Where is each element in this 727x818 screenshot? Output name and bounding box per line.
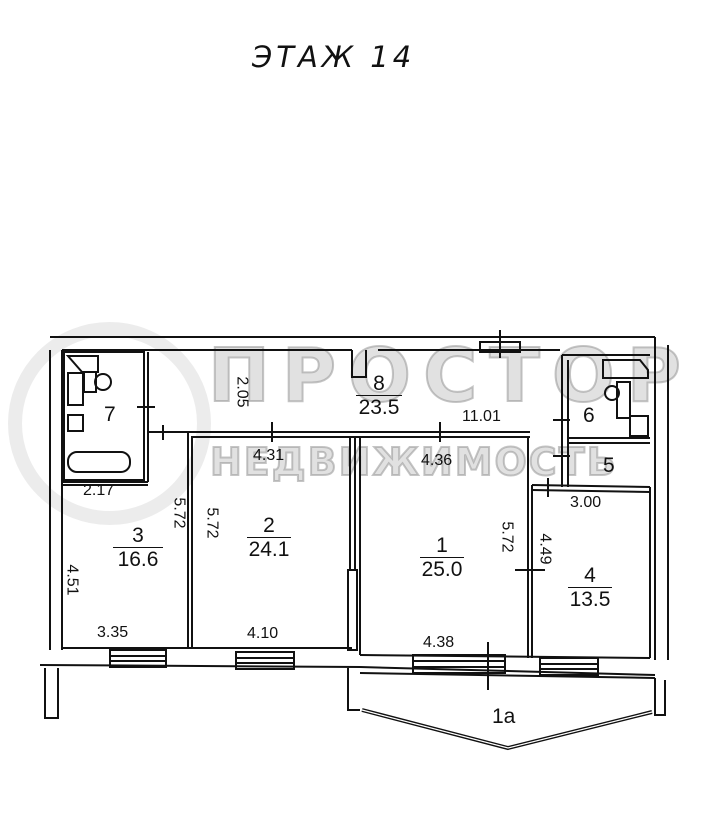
dim-room4-left: 4.49: [536, 533, 554, 565]
room-number: 3: [132, 524, 144, 547]
room-area: 13.5: [568, 587, 612, 611]
dim-room2-top: 4.31: [253, 447, 285, 464]
balcony-label: 1a: [492, 706, 515, 728]
room-area: 16.6: [113, 547, 163, 571]
room-number: 7: [104, 403, 116, 426]
dim-room1-right: 5.72: [498, 521, 516, 553]
dim-room1-bottom: 4.38: [423, 634, 455, 651]
dim-room1-top: 4.36: [421, 452, 453, 469]
room-number: 4: [584, 564, 596, 587]
dim-room3-right: 5.72: [170, 497, 188, 529]
room-area: 25.0: [420, 557, 464, 581]
dim-bath7-bottom: 2.17: [83, 482, 115, 499]
room-number: 1: [436, 534, 448, 557]
dim-corridor-length: 11.01: [462, 408, 501, 425]
dim-room2-left: 5.72: [203, 507, 221, 539]
room-area: 23.5: [356, 395, 402, 419]
room-number: 6: [583, 404, 595, 427]
dim-room3-bottom: 3.35: [97, 624, 129, 641]
dim-room4-top: 3.00: [570, 494, 602, 511]
room-number: 2: [263, 514, 275, 537]
room-area: 24.1: [247, 537, 291, 561]
balcony-number: 1a: [492, 705, 516, 728]
dim-room3-left: 4.51: [63, 564, 81, 596]
floor-title: ЭТАЖ 14: [252, 40, 416, 74]
dim-room2-bottom: 4.10: [247, 625, 279, 642]
room-7-label: 7: [104, 404, 116, 426]
room-6-label: 6: [583, 405, 595, 427]
dim-corridor-height: 2.05: [233, 376, 251, 408]
room-5-label: 5: [603, 455, 615, 477]
room-number: 8: [373, 372, 385, 395]
room-number: 5: [603, 454, 615, 477]
